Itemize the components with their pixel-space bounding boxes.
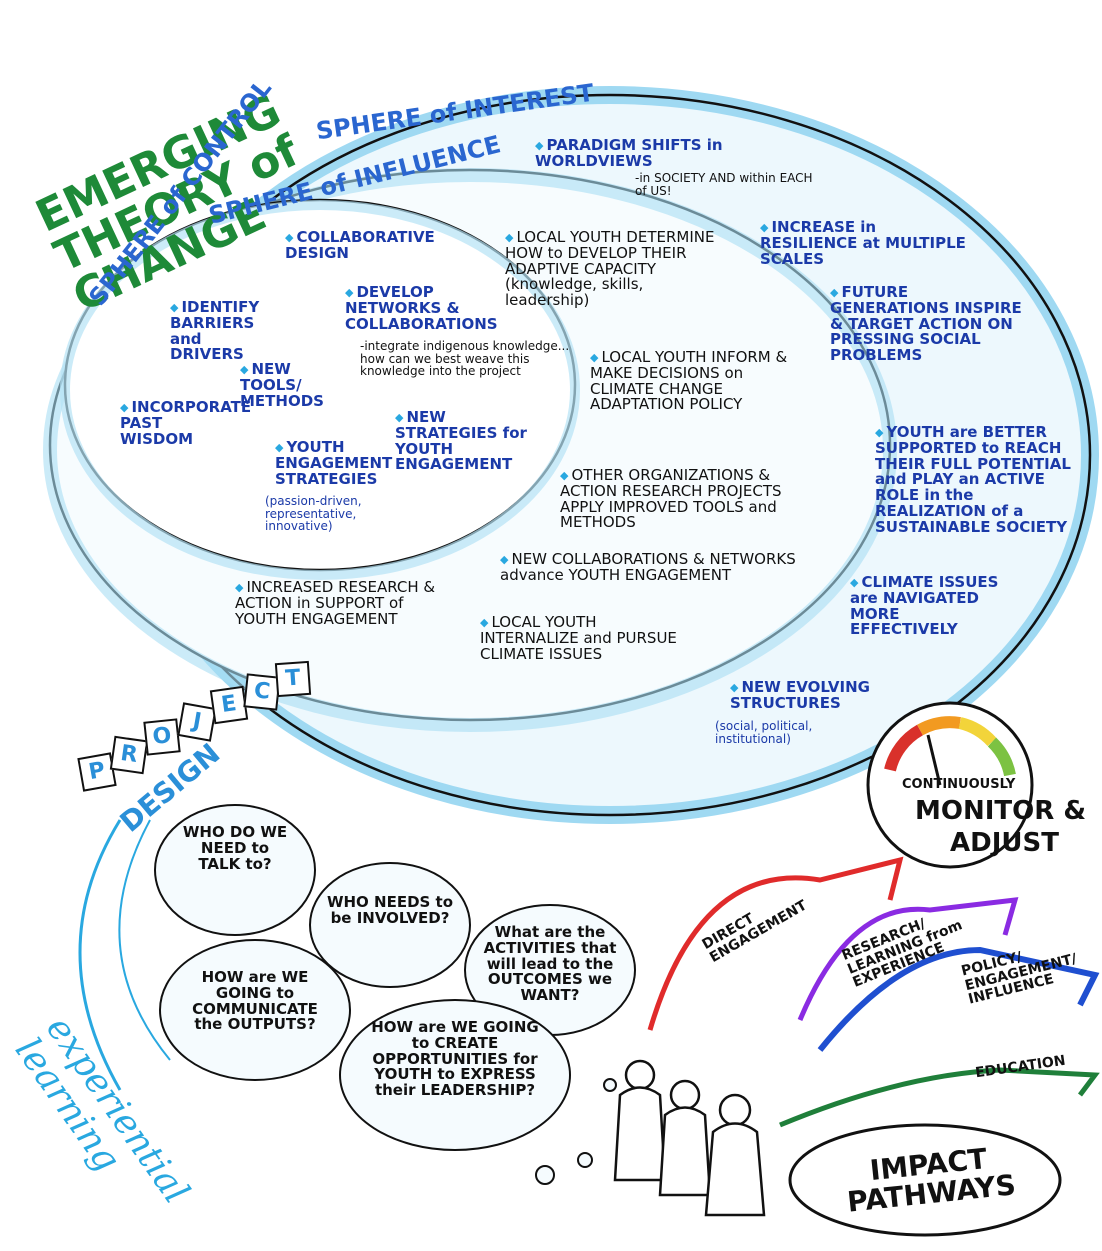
interest-item-paradigm: PARADIGM SHIFTS in WORLDVIEWS <box>535 137 735 170</box>
influence-item-adaptive: LOCAL YOUTH DETERMINE HOW to DEVELOP THE… <box>505 229 720 309</box>
interest-item-paradigm-detail: -in SOCIETY AND within EACH of US! <box>635 171 813 198</box>
pathway-direct-arrow <box>647 856 904 1031</box>
control-item-tools: NEW TOOLS/ METHODS <box>240 361 340 409</box>
pathway-research-arrow <box>797 897 1019 1021</box>
interest-item-youth-potential: YOUTH are BETTER SUPPORTED to REACH THEI… <box>875 424 1085 535</box>
project-letter-r: R <box>109 735 149 775</box>
interest-item-structures-detail: (social, political, institutional) <box>715 719 813 746</box>
cloud-question-involved: WHO NEEDS to be INVOLVED? <box>326 893 454 927</box>
interest-item-climate: CLIMATE ISSUES are NAVIGATED MORE EFFECT… <box>850 574 1010 638</box>
control-item-barriers: IDENTIFY BARRIERS and DRIVERS <box>170 299 280 363</box>
project-letter-j: J <box>177 702 217 742</box>
cloud-question-opportunities: HOW are WE GOING to CREATE OPPORTUNITIES… <box>371 1018 539 1099</box>
cloud-question-activities: What are the ACTIVITIES that will lead t… <box>483 923 617 1004</box>
interest-item-resilience: INCREASE in RESILIENCE at MULTIPLE SCALE… <box>760 219 970 267</box>
influence-item-internalize: LOCAL YOUTH INTERNALIZE and PURSUE CLIMA… <box>480 614 700 662</box>
thought-clouds <box>154 804 636 1185</box>
sphere-of-control-wash <box>60 200 580 580</box>
interest-item-future: FUTURE GENERATIONS INSPIRE & TARGET ACTI… <box>830 284 1030 364</box>
project-letter-o: O <box>143 718 181 756</box>
influence-item-networks: NEW COLLABORATIONS & NETWORKS advance YO… <box>500 551 800 584</box>
control-item-wisdom: INCORPORATE PAST WISDOM <box>120 399 251 447</box>
project-swoosh-2 <box>118 819 171 1061</box>
cloud-question-talk: WHO DO WE NEED to TALK to? <box>182 823 288 873</box>
control-item-youth-engagement: YOUTH ENGAGEMENT STRATEGIES <box>275 439 392 487</box>
gauge-needle <box>926 734 942 786</box>
cloud-question-communicate: HOW are WE GOING to COMMUNICATE the OUTP… <box>192 968 318 1034</box>
control-item-collab-design: COLLABORATIVE DESIGN <box>285 229 435 262</box>
project-swoosh <box>78 819 122 1091</box>
gauge-arc-red <box>884 724 924 772</box>
monitor-label-1: CONTINUOUSLY <box>902 777 1016 792</box>
control-item-indigenous: -integrate indigenous knowledge... how c… <box>360 339 570 379</box>
monitor-label-2: MONITOR & <box>915 796 1086 826</box>
influence-item-orgs: OTHER ORGANIZATIONS & ACTION RESEARCH PR… <box>560 467 800 531</box>
control-item-youth-engagement-detail: (passion-driven, representative, innovat… <box>265 494 362 534</box>
interest-item-structures: NEW EVOLVING STRUCTURES <box>730 679 880 712</box>
influence-item-policy: LOCAL YOUTH INFORM & MAKE DECISIONS on C… <box>590 349 805 413</box>
people-icon <box>613 1059 766 1217</box>
gauge-arc-yellow <box>958 717 997 747</box>
project-letter-t: T <box>274 660 312 698</box>
pathway-education-arrow <box>779 1067 1100 1128</box>
control-item-strategies: NEW STRATEGIES for YOUTH ENGAGEMENT <box>395 409 545 473</box>
influence-item-research: INCREASED RESEARCH & ACTION in SUPPORT o… <box>235 579 450 627</box>
monitor-label-3: ADJUST <box>950 828 1059 858</box>
gauge-arc-green <box>987 737 1016 777</box>
pathway-policy-arrow <box>817 946 1100 1052</box>
control-item-networks: DEVELOP NETWORKS & COLLABORATIONS <box>345 284 498 332</box>
gauge-arc-orange <box>917 716 961 736</box>
impact-cloud <box>788 1123 1062 1237</box>
